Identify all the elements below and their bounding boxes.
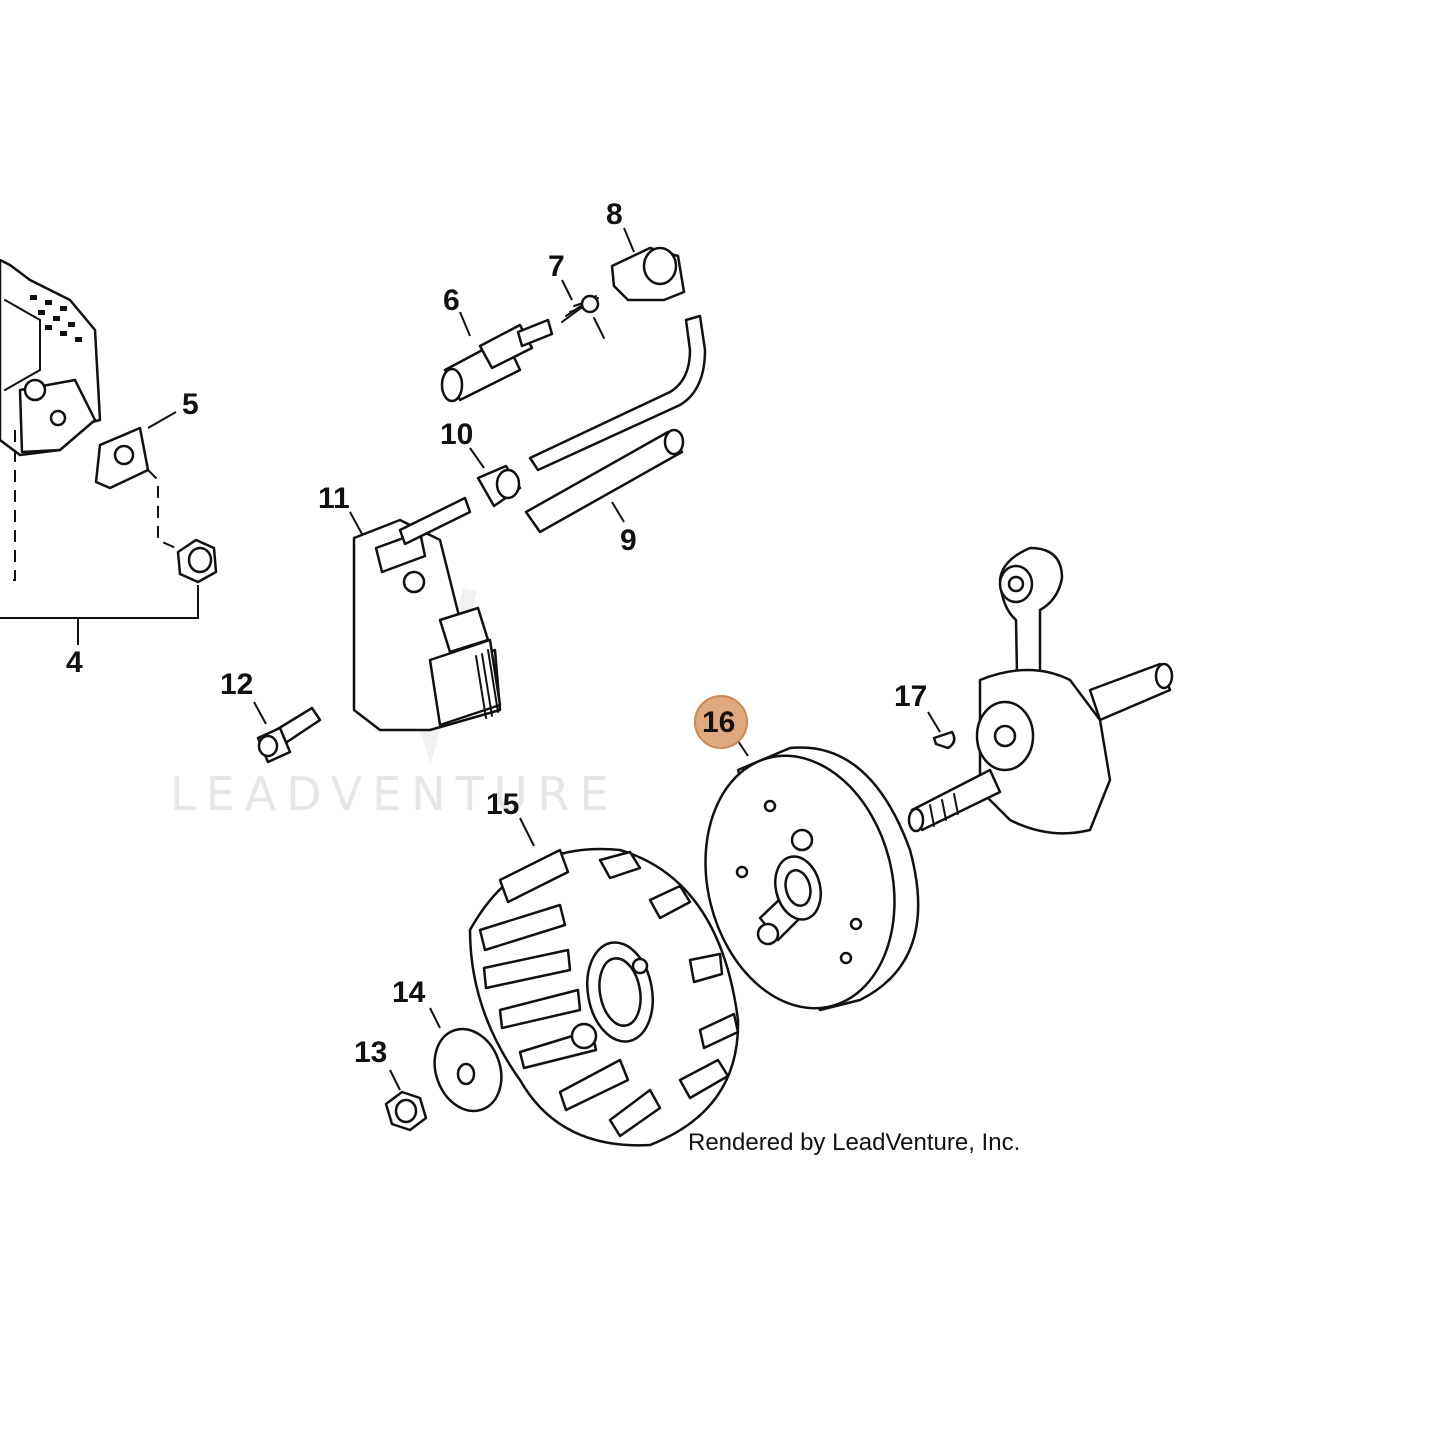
- callout-8[interactable]: 8: [606, 198, 623, 231]
- part-15-fan-wheel[interactable]: [468, 847, 740, 1147]
- callout-17[interactable]: 17: [894, 680, 927, 713]
- part-13-nut[interactable]: [384, 1090, 428, 1132]
- watermark: LEADVENTURE: [170, 767, 619, 821]
- part-12-screw[interactable]: [256, 706, 322, 764]
- part-5-plate[interactable]: [94, 426, 150, 490]
- leader-7: [561, 279, 573, 301]
- part-9-sleeve[interactable]: [524, 428, 685, 534]
- dashed-guide-5: [147, 469, 181, 551]
- leader-5: [147, 411, 177, 429]
- callout-10[interactable]: 10: [440, 418, 473, 451]
- leader-9: [611, 501, 625, 523]
- leader-6: [459, 311, 471, 337]
- part-8-spark-boot[interactable]: [610, 246, 686, 302]
- callout-11[interactable]: 11: [318, 482, 350, 515]
- crankshaft-assembly[interactable]: [907, 546, 1174, 835]
- part-10-grommet[interactable]: [476, 464, 522, 508]
- part-14-washer[interactable]: [424, 1020, 513, 1121]
- part-6-spark-plug[interactable]: [440, 318, 554, 403]
- leader-10: [469, 447, 485, 469]
- callout-14[interactable]: 14: [392, 976, 426, 1009]
- dashed-guide-left: [5, 430, 16, 581]
- callout-6[interactable]: 6: [443, 284, 460, 317]
- part-7-spring[interactable]: [561, 294, 605, 339]
- leader-11: [349, 511, 363, 535]
- callout-15[interactable]: 15: [486, 788, 519, 821]
- leader-12: [253, 701, 267, 725]
- leader-8: [623, 227, 635, 253]
- leader-15: [519, 817, 535, 847]
- ignition-lead[interactable]: [528, 314, 707, 472]
- callout-13[interactable]: 13: [354, 1036, 387, 1069]
- callout-16-highlight[interactable]: 16: [694, 695, 748, 749]
- part-4-nut[interactable]: [176, 538, 218, 584]
- callout-5[interactable]: 5: [182, 388, 199, 421]
- callout-12[interactable]: 12: [220, 668, 253, 701]
- credit-text: Rendered by LeadVenture, Inc.: [688, 1129, 1020, 1156]
- leader-4: [0, 585, 199, 619]
- housing-fragment[interactable]: [0, 258, 102, 457]
- callout-4[interactable]: 4: [66, 646, 83, 679]
- callout-7[interactable]: 7: [548, 250, 565, 283]
- callout-9[interactable]: 9: [620, 524, 637, 557]
- part-17-woodruff-key[interactable]: [932, 730, 956, 750]
- part-11-ignition-module[interactable]: [352, 496, 502, 732]
- leader-17: [927, 711, 941, 733]
- callout-16[interactable]: 16: [702, 706, 735, 739]
- part-16-flywheel[interactable]: [680, 736, 920, 1029]
- leader-13: [389, 1069, 401, 1091]
- leader-14: [429, 1007, 441, 1029]
